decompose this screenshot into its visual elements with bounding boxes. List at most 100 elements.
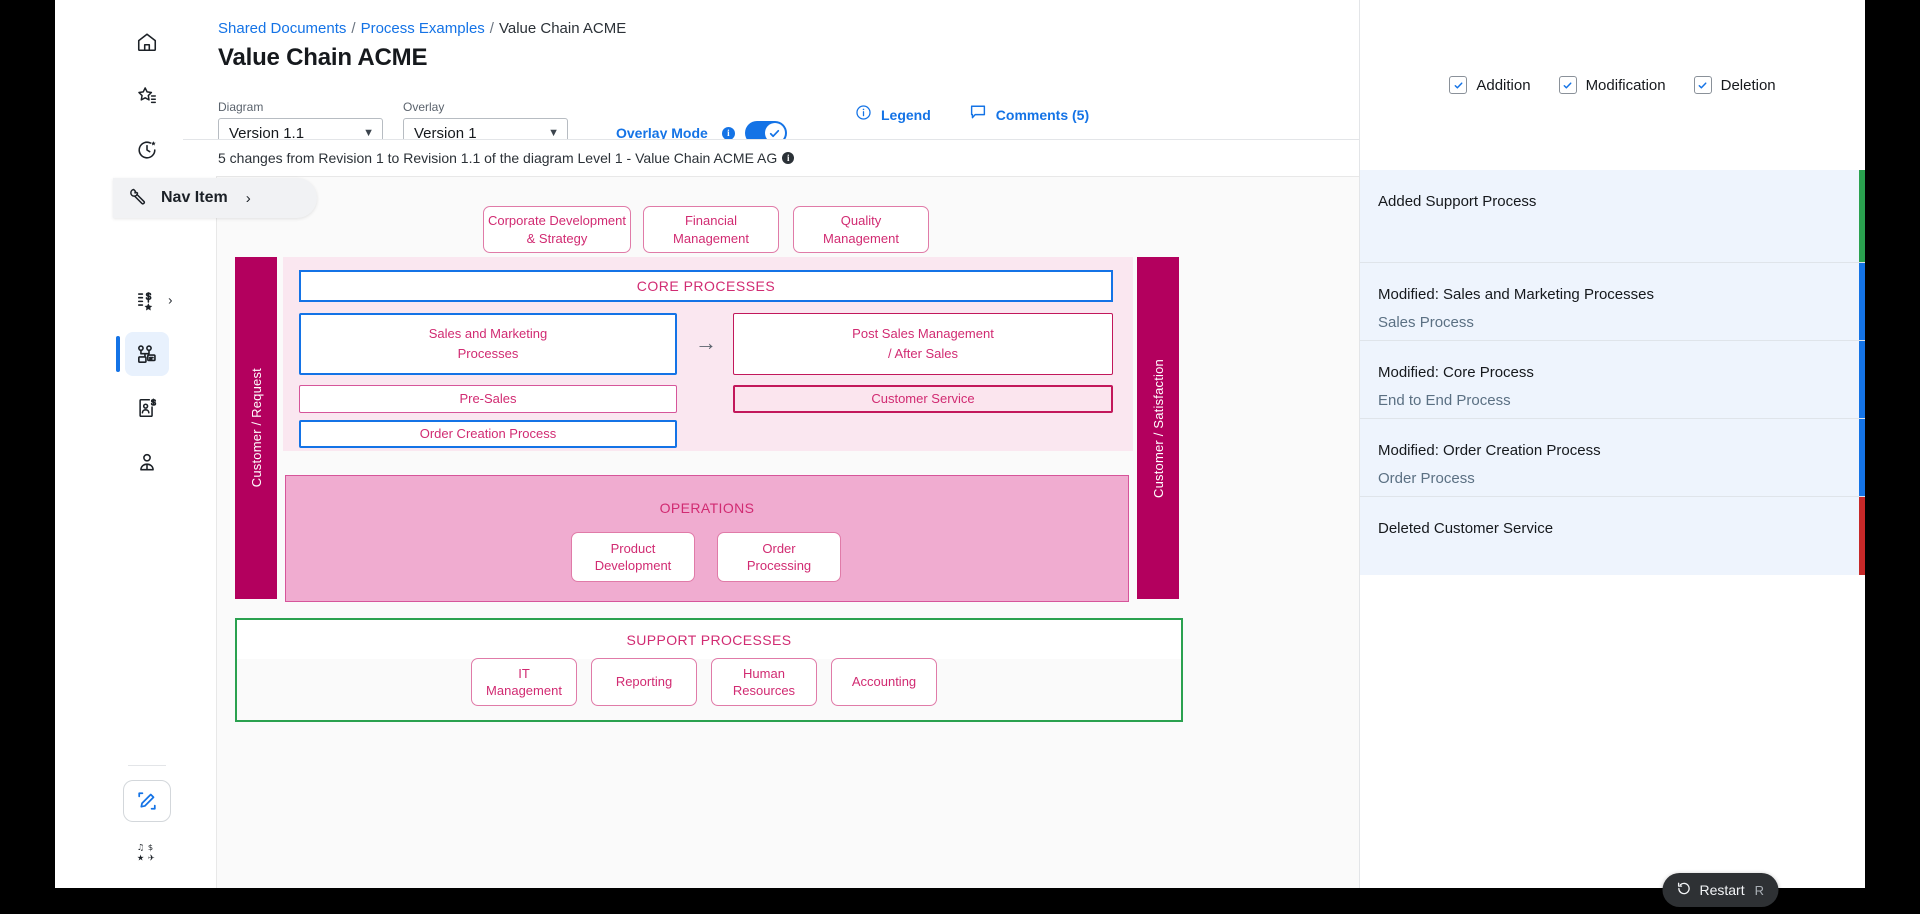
- chevron-down-icon: ▼: [548, 127, 559, 139]
- diagram-box-order-creation-process[interactable]: Order Creation Process: [299, 420, 677, 448]
- diagram-band-label: CORE PROCESSES: [636, 277, 776, 294]
- filter-label: Addition: [1476, 76, 1531, 94]
- diagram-canvas[interactable]: Corporate Development & Strategy Financi…: [216, 176, 1359, 888]
- change-detail: End to End Process: [1378, 392, 1511, 410]
- checkbox-icon: [1449, 76, 1468, 94]
- breadcrumb-link-process-examples[interactable]: Process Examples: [360, 20, 485, 37]
- filter-deletion[interactable]: Deletion: [1693, 76, 1776, 94]
- changes-panel: Addition Modification Deletion: [1360, 0, 1865, 888]
- diagram-band-core-processes[interactable]: CORE PROCESSES: [299, 270, 1113, 302]
- legend-label: Legend: [881, 106, 931, 123]
- overlay-select-label: Overlay: [403, 100, 445, 114]
- restart-shortcut: R: [1754, 882, 1764, 898]
- legend-button[interactable]: Legend: [855, 104, 931, 126]
- filter-label: Deletion: [1720, 76, 1776, 94]
- diagram-box-label: Sales and Marketing Processes: [428, 325, 548, 361]
- change-detail: Order Process: [1378, 470, 1475, 488]
- restart-button[interactable]: Restart R: [1662, 873, 1778, 907]
- diagram-bar-customer-satisfaction: Customer / Satisfaction: [1137, 257, 1179, 599]
- change-list-item[interactable]: Modified: Order Creation Process Order P…: [1360, 419, 1865, 497]
- diagram-support-inner: [237, 659, 1181, 720]
- comment-bubble-icon: [969, 103, 987, 126]
- change-title: Modified: Sales and Marketing Processes: [1378, 286, 1654, 303]
- breadcrumb-current: Value Chain ACME: [498, 20, 627, 37]
- wrench-icon: [129, 186, 149, 211]
- diagram-bar-label: Customer / Satisfaction: [1150, 358, 1166, 498]
- diagram-box-label: Corporate Development & Strategy: [487, 213, 627, 246]
- change-title: Added Support Process: [1378, 193, 1537, 210]
- nav-item-label: Nav Item: [161, 189, 228, 206]
- sidebar-item-process-network[interactable]: [115, 332, 169, 376]
- apps-grid-icon[interactable]: ♫ $ ★ ✈: [125, 830, 169, 874]
- diagram-operations-region[interactable]: OPERATIONS: [285, 475, 1129, 602]
- diagram-box-customer-service[interactable]: Customer Service: [733, 385, 1113, 413]
- filter-addition[interactable]: Addition: [1449, 76, 1531, 94]
- change-list-item[interactable]: Deleted Customer Service: [1360, 497, 1865, 575]
- diagram-band-support-label: SUPPORT PROCESSES: [626, 632, 792, 648]
- overlay-mode-label: Overlay Mode: [616, 125, 708, 141]
- change-type-indicator: [1859, 497, 1865, 575]
- list-dollar-icon[interactable]: ›: [125, 278, 173, 322]
- change-detail: Sales Process: [1378, 314, 1474, 332]
- breadcrumb-separator: /: [489, 20, 494, 37]
- left-icon-rail: ›: [110, 0, 184, 888]
- diagram-box-label: Human Resources: [732, 665, 796, 698]
- bottom-black-margin: [0, 888, 1920, 914]
- toolbar-buttons: Legend Comments (5): [855, 103, 1089, 126]
- overlay-select-value: Version 1: [414, 124, 477, 142]
- recent-clock-icon[interactable]: [125, 128, 169, 172]
- change-title: Modified: Order Creation Process: [1378, 442, 1601, 459]
- checkbox-icon: [1558, 76, 1577, 94]
- diagram-box-human-resources[interactable]: Human Resources: [711, 658, 817, 706]
- diagram-box-corporate-development[interactable]: Corporate Development & Strategy: [483, 206, 631, 253]
- user-icon[interactable]: [125, 440, 169, 484]
- diagram-box-label: Pre-Sales: [459, 391, 517, 407]
- breadcrumb: Shared Documents/Process Examples/Value …: [218, 20, 626, 37]
- home-icon[interactable]: [125, 20, 169, 64]
- restart-label: Restart: [1699, 882, 1745, 898]
- diagram-box-label: Customer Service: [871, 391, 975, 407]
- diagram-box-label: Accounting: [851, 674, 917, 690]
- diagram-box-label: Financial Management: [673, 213, 749, 246]
- change-type-indicator: [1859, 419, 1865, 496]
- diagram-box-post-sales-management[interactable]: Post Sales Management / After Sales: [733, 313, 1113, 375]
- nav-item-pill[interactable]: Nav Item ›: [113, 178, 317, 218]
- breadcrumb-separator: /: [351, 20, 356, 37]
- diagram-support-region[interactable]: SUPPORT PROCESSES: [235, 618, 1183, 722]
- diagram-box-label: Reporting: [615, 674, 673, 690]
- diagram-box-pre-sales[interactable]: Pre-Sales: [299, 385, 677, 413]
- diagram-box-financial-management[interactable]: Financial Management: [643, 206, 779, 253]
- svg-text:♫: ♫: [136, 842, 143, 852]
- change-summary-banner: 5 changes from Revision 1 to Revision 1.…: [183, 140, 1359, 176]
- change-list-item[interactable]: Added Support Process: [1360, 170, 1865, 263]
- star-list-icon[interactable]: [125, 74, 169, 118]
- header-divider: [183, 139, 1359, 140]
- edit-pencil-icon[interactable]: [122, 780, 171, 822]
- checkbox-icon: [1693, 76, 1712, 94]
- change-type-indicator: [1859, 170, 1865, 262]
- change-list-item[interactable]: Modified: Core Process End to End Proces…: [1360, 341, 1865, 419]
- comments-button[interactable]: Comments (5): [969, 103, 1089, 126]
- diagram-box-reporting[interactable]: Reporting: [591, 658, 697, 706]
- diagram-box-label: Post Sales Management / After Sales: [852, 325, 994, 361]
- info-icon[interactable]: i: [721, 126, 735, 140]
- breadcrumb-link-shared-documents[interactable]: Shared Documents: [218, 20, 347, 37]
- diagram-box-quality-management[interactable]: Quality Management: [793, 206, 929, 253]
- diagram-box-sales-and-marketing-processes[interactable]: Sales and Marketing Processes: [299, 313, 677, 375]
- info-icon[interactable]: i: [782, 152, 795, 164]
- diagram-box-order-processing[interactable]: Order Processing: [717, 532, 841, 582]
- diagram-box-it-management[interactable]: IT Management: [471, 658, 577, 706]
- diagram-band-operations-label: OPERATIONS: [659, 500, 755, 516]
- chevron-right-icon: ›: [245, 189, 251, 207]
- diagram-box-label: IT Management: [486, 665, 562, 698]
- invoice-dollar-icon[interactable]: [125, 386, 169, 430]
- change-list-item[interactable]: Modified: Sales and Marketing Processes …: [1360, 263, 1865, 341]
- diagram-box-product-development[interactable]: Product Development: [571, 532, 695, 582]
- toggle-knob: [764, 123, 785, 143]
- diagram-arrow-icon: →: [695, 330, 717, 355]
- change-title: Modified: Core Process: [1378, 364, 1534, 381]
- filter-modification[interactable]: Modification: [1558, 76, 1666, 94]
- left-black-margin: [0, 0, 55, 914]
- diagram-box-label: Product Development: [594, 540, 672, 573]
- diagram-box-accounting[interactable]: Accounting: [831, 658, 937, 706]
